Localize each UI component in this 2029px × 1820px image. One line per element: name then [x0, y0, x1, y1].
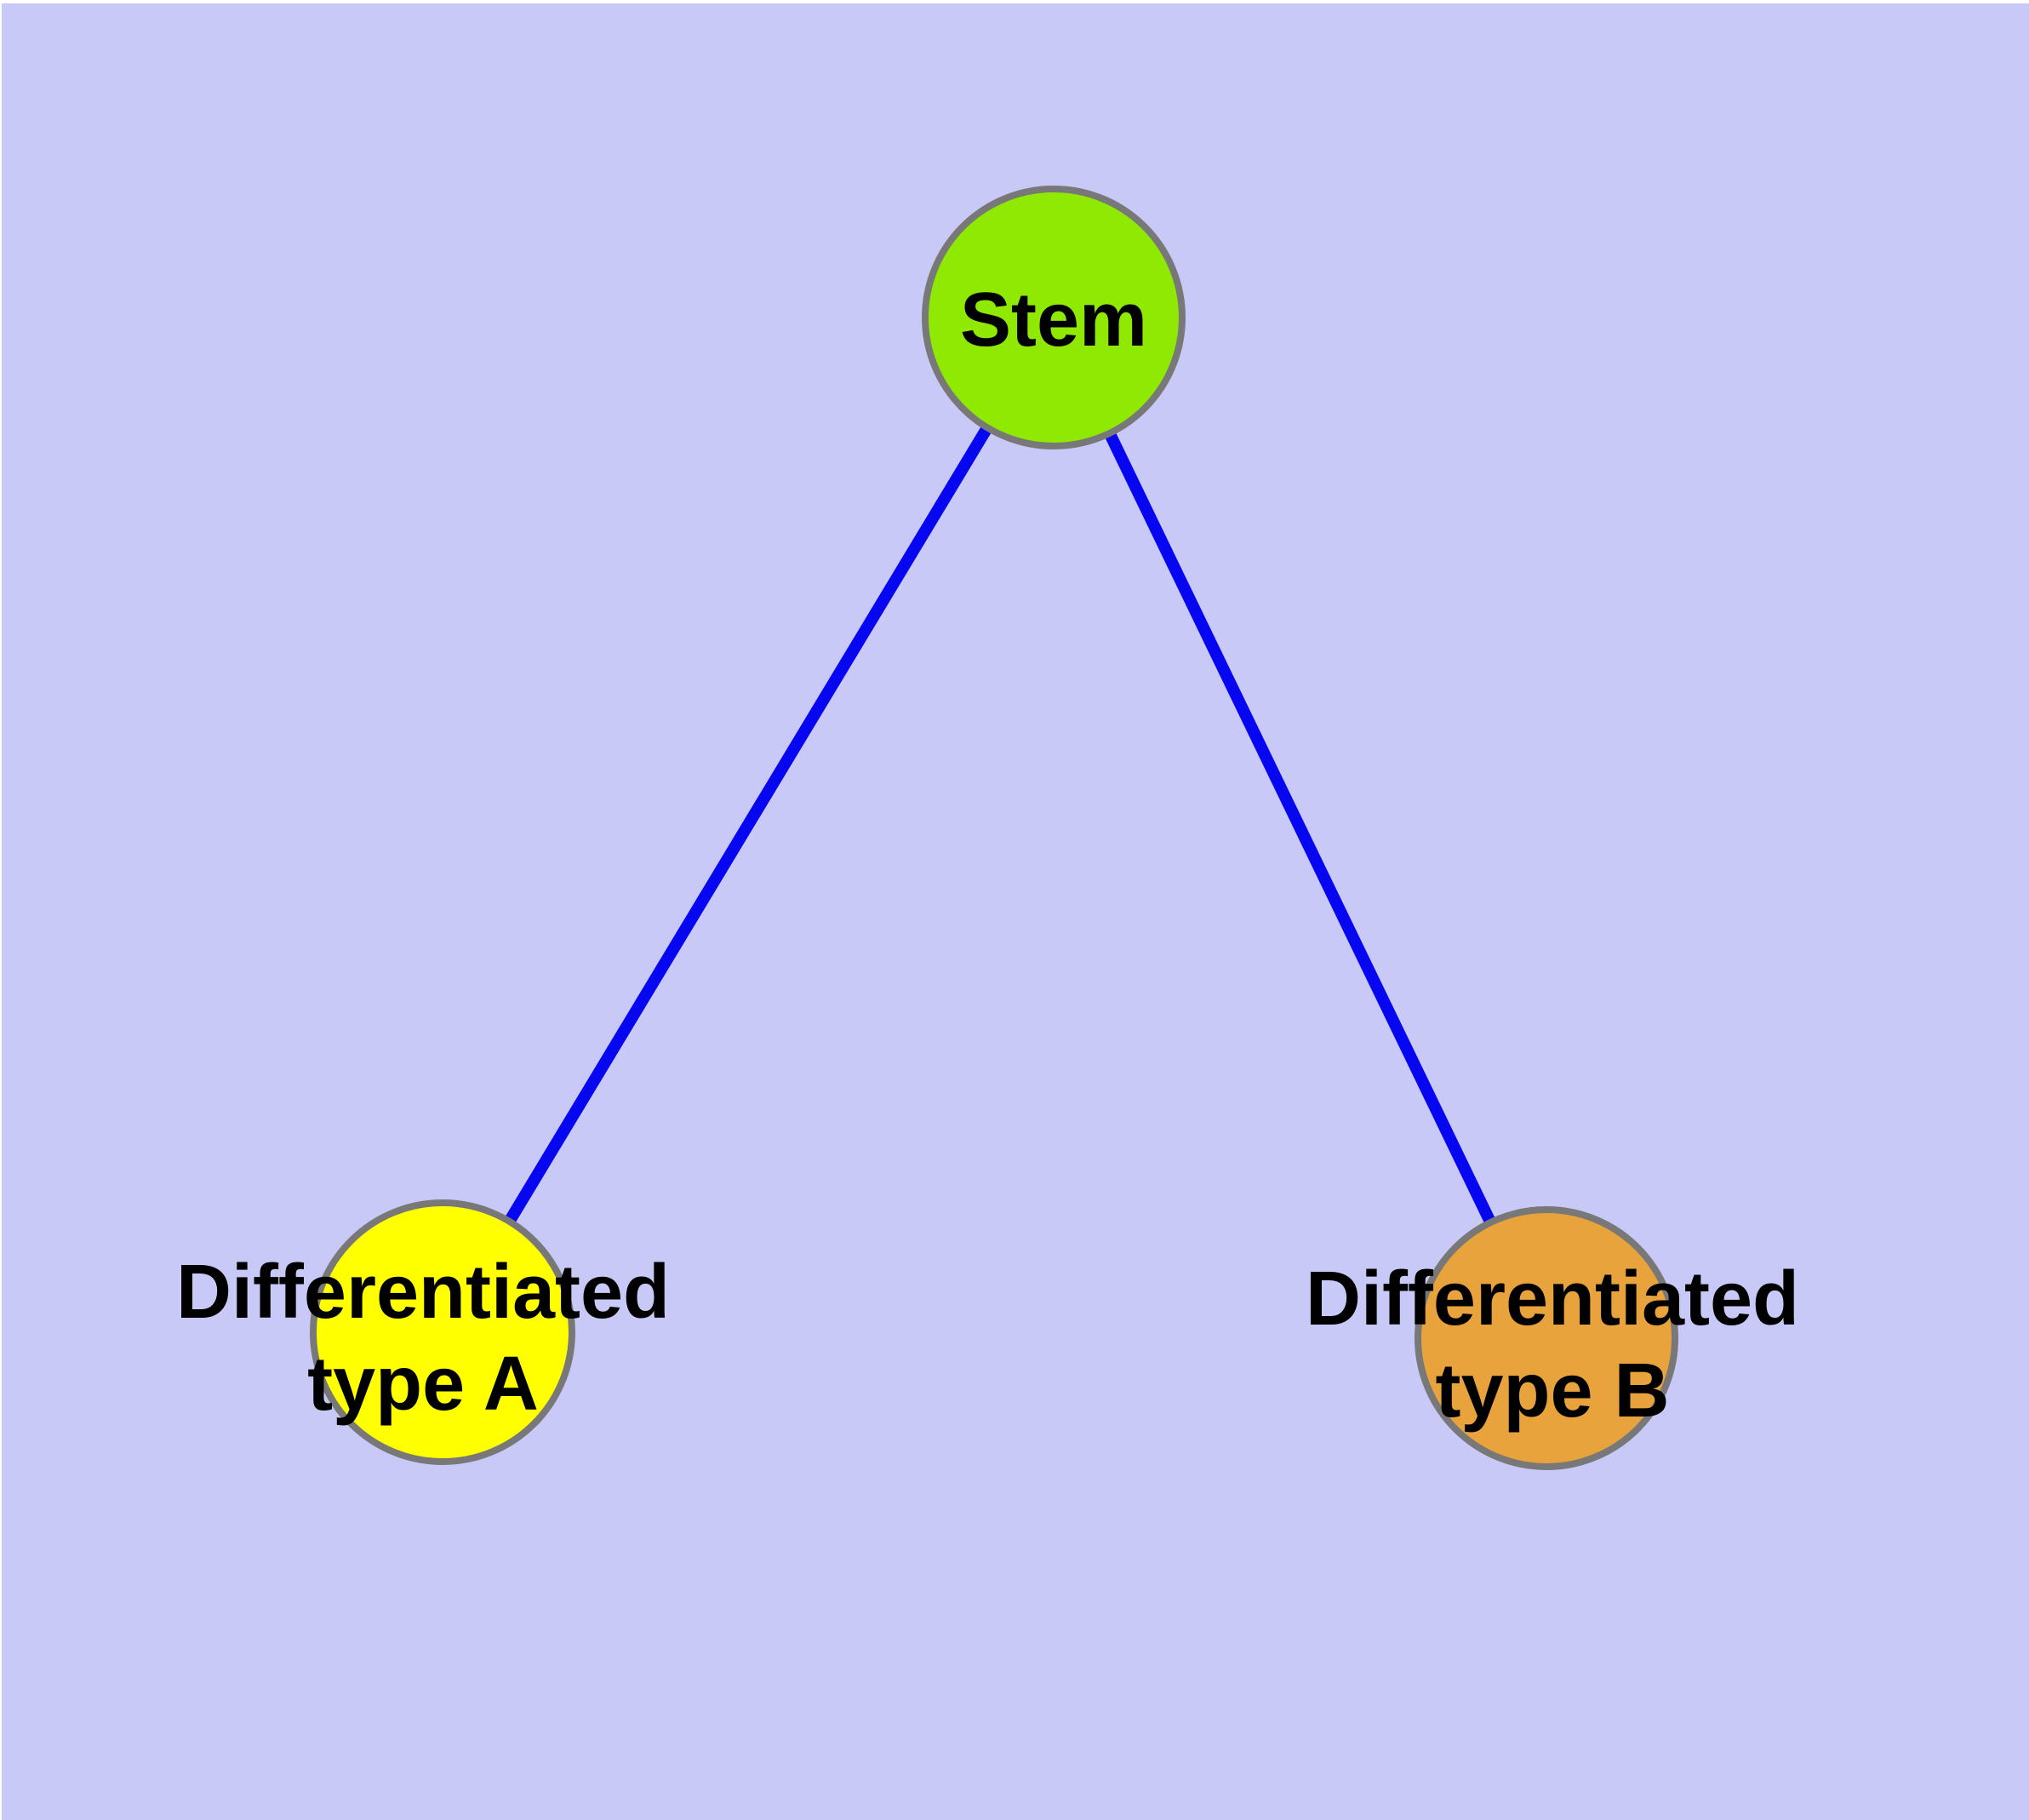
node-differentiated-type-a-circle [310, 1199, 575, 1465]
edge-stem-to-type-a [437, 314, 1059, 1336]
node-differentiated-type-b-label-line2: type B [1435, 1348, 1669, 1434]
node-differentiated-type-b: Differentiated type B [1306, 1206, 1799, 1470]
node-stem-circle [922, 186, 1186, 449]
node-differentiated-type-b-label-line1: Differentiated [1306, 1256, 1799, 1342]
node-stem-label: Stem [960, 278, 1147, 363]
node-differentiated-type-b-circle [1415, 1206, 1678, 1470]
node-differentiated-type-a-label-line2: type A [307, 1342, 539, 1427]
node-stem: Stem [922, 186, 1186, 449]
node-differentiated-type-a-label-line1: Differentiated [176, 1250, 670, 1335]
edge-stem-to-type-b [1048, 314, 1552, 1342]
node-differentiated-type-a: Differentiated type A [176, 1199, 670, 1465]
